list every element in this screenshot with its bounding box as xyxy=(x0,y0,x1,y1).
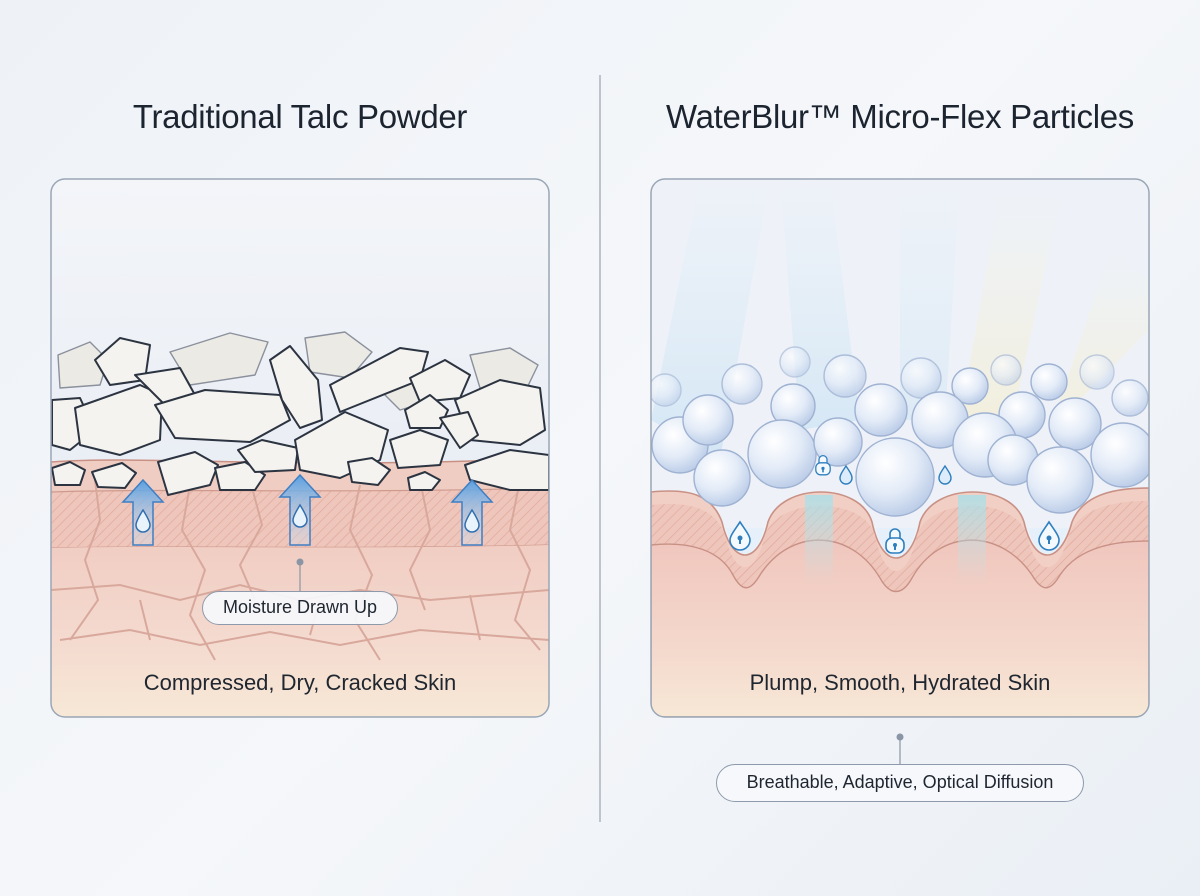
padlock-icon xyxy=(815,454,905,554)
left-panel-border xyxy=(50,178,550,718)
right-panel-border xyxy=(650,178,1150,718)
left-panel-caption: Compressed, Dry, Cracked Skin xyxy=(143,670,457,695)
lock-drop-icon xyxy=(729,520,1060,551)
right-panel-caption: Plump, Smooth, Hydrated Skin xyxy=(749,670,1051,695)
benefits-callout-label: Breathable, Adaptive, Optical Diffusion xyxy=(716,764,1084,802)
moisture-callout-label: Moisture Drawn Up xyxy=(202,591,398,625)
left-panel xyxy=(51,179,549,717)
hydration-glow xyxy=(805,495,833,585)
right-panel xyxy=(651,179,1149,717)
water-drop-icon xyxy=(292,503,308,528)
right-panel-title: WaterBlur™ Micro-Flex Particles xyxy=(665,98,1135,135)
water-drop-icon xyxy=(135,508,151,533)
talc-rocks xyxy=(51,331,549,496)
water-drop-icon xyxy=(464,508,480,533)
hydration-glow xyxy=(958,495,986,585)
micro-flex-spheres xyxy=(651,346,1149,517)
moisture-arrow-icon xyxy=(121,473,494,546)
left-panel-title: Traditional Talc Powder xyxy=(132,98,468,135)
water-drop-icon xyxy=(839,464,952,485)
